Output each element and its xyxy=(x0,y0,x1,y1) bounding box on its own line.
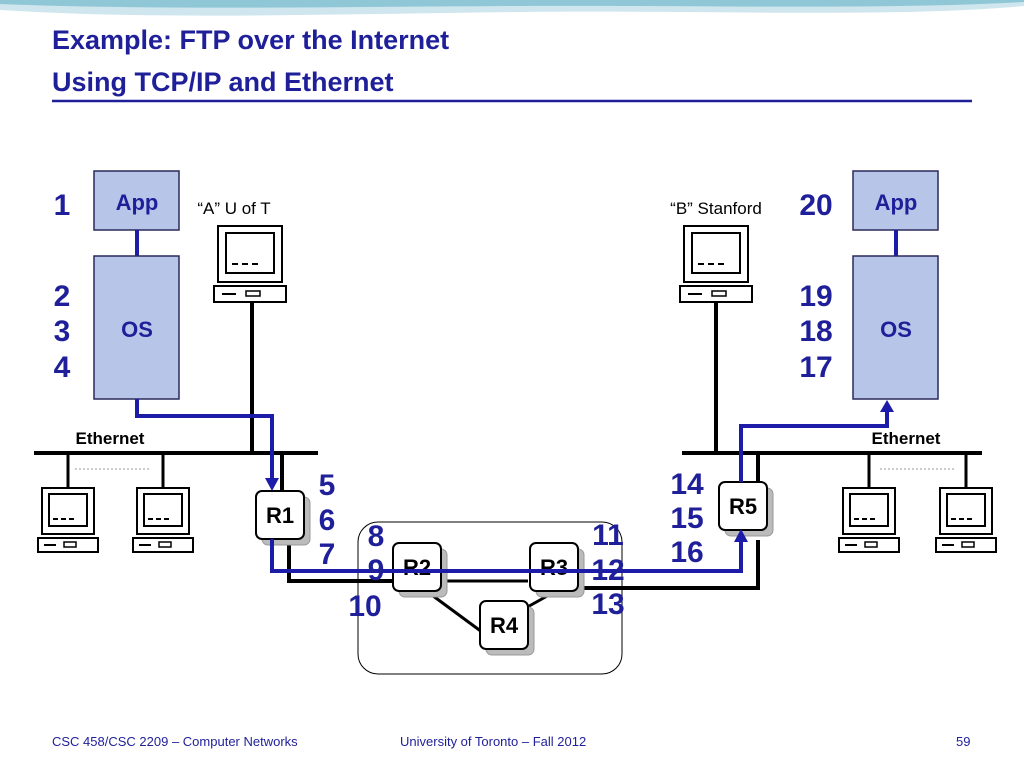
left-lan-computer-icon xyxy=(132,487,194,553)
left-lan-computer-icon xyxy=(37,487,99,553)
left-app-label: App xyxy=(116,190,159,215)
data-path-host-a-to-r1 xyxy=(135,399,274,480)
footer-page-number: 59 xyxy=(956,734,971,749)
right-ethernet-label: Ethernet xyxy=(872,429,941,448)
left-host-label: “A” U of T xyxy=(197,199,270,218)
router-label: R4 xyxy=(490,613,519,638)
right-os-box xyxy=(852,255,939,400)
router-label: R3 xyxy=(540,555,568,580)
data-path-r5-to-host-b xyxy=(739,410,889,482)
router-label: R1 xyxy=(266,503,294,528)
step-label: 12 xyxy=(591,554,624,587)
step-label: 16 xyxy=(670,536,703,569)
data-path-r1-to-r5 xyxy=(270,539,743,573)
left-os-label: OS xyxy=(121,317,153,342)
step-label: 2 xyxy=(54,280,71,313)
left-ethernet-label: Ethernet xyxy=(76,429,145,448)
step-label: 13 xyxy=(591,588,624,621)
right-os-label: OS xyxy=(880,317,912,342)
step-label: 15 xyxy=(670,502,703,535)
step-label: 8 xyxy=(368,520,385,553)
arrow-into-r1 xyxy=(265,478,279,491)
right-app-box xyxy=(852,170,939,231)
step-label: 14 xyxy=(670,468,704,501)
arrow-into-r5 xyxy=(734,529,748,542)
right-app-label: App xyxy=(875,190,918,215)
step-label: 9 xyxy=(368,554,385,587)
router-label: R5 xyxy=(729,494,757,519)
footer-course: CSC 458/CSC 2209 – Computer Networks xyxy=(52,734,298,749)
footer-university: University of Toronto – Fall 2012 xyxy=(400,734,587,749)
step-label: 7 xyxy=(319,538,336,571)
router-label: R2 xyxy=(403,555,431,580)
step-label: 6 xyxy=(319,504,336,537)
step-label: 18 xyxy=(799,315,832,348)
right-lan-computer-icon xyxy=(838,487,900,553)
arrow-into-right-os xyxy=(880,400,894,412)
slide-title-line2: Using TCP/IP and Ethernet xyxy=(52,67,394,97)
host-b-computer-icon xyxy=(679,225,753,303)
router-r5: R5 xyxy=(718,481,774,537)
network-diagram: App OS 1 2 3 4 “A” U of T App OS 20 19 1… xyxy=(34,99,997,675)
router-r4: R4 xyxy=(479,600,535,656)
router-r1: R1 xyxy=(255,490,311,546)
header-wave-decoration xyxy=(0,0,1024,16)
step-label: 5 xyxy=(319,469,336,502)
step-label: 11 xyxy=(592,519,624,552)
step-label: 10 xyxy=(348,590,381,623)
step-label: 19 xyxy=(799,280,832,313)
step-label: 3 xyxy=(54,315,71,348)
right-host-label: “B” Stanford xyxy=(670,199,762,218)
step-label: 4 xyxy=(54,351,71,384)
link-r3-r5 xyxy=(576,540,760,590)
right-lan-computer-icon xyxy=(935,487,997,553)
step-label: 17 xyxy=(799,351,832,384)
slide-title-line1: Example: FTP over the Internet xyxy=(52,25,450,55)
step-label: 20 xyxy=(799,189,832,222)
left-os-box xyxy=(93,255,180,400)
step-label: 1 xyxy=(54,189,71,222)
host-a-computer-icon xyxy=(213,225,287,303)
link-r1-r2 xyxy=(287,544,392,583)
